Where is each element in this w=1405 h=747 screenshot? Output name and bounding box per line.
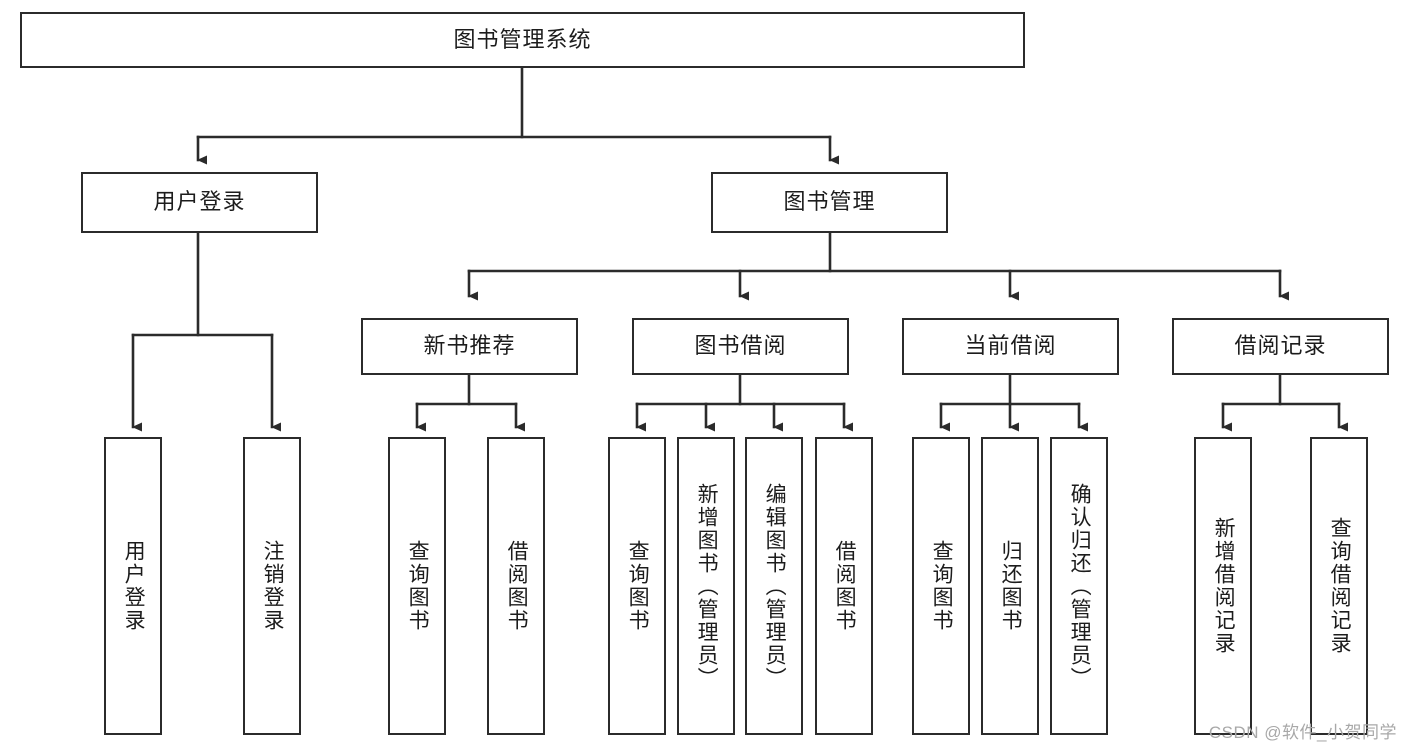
leaf-borrow-record-add-record[interactable]: 新增借阅记录 bbox=[1194, 437, 1252, 735]
leaf-user-login-logout[interactable]: 注销登录 bbox=[243, 437, 301, 735]
leaf-label: 查询图书 bbox=[930, 540, 954, 632]
leaf-book-borrow-borrow-book[interactable]: 借阅图书 bbox=[815, 437, 873, 735]
leaf-label: 借阅图书 bbox=[505, 540, 529, 632]
leaf-label: 注销登录 bbox=[261, 540, 285, 632]
leaf-label: 新增借阅记录 bbox=[1212, 517, 1236, 655]
node-borrow-record-label: 借阅记录 bbox=[1234, 333, 1327, 359]
node-root-book-management-system[interactable]: 图书管理系统 bbox=[20, 12, 1025, 68]
node-current-borrow[interactable]: 当前借阅 bbox=[902, 318, 1119, 375]
leaf-label: 用户登录 bbox=[122, 540, 146, 632]
leaf-borrow-record-query-record[interactable]: 查询借阅记录 bbox=[1310, 437, 1368, 735]
leaf-label: 查询图书 bbox=[406, 540, 430, 632]
leaf-current-borrow-query-book[interactable]: 查询图书 bbox=[912, 437, 970, 735]
node-new-book-recommend-label: 新书推荐 bbox=[423, 333, 516, 359]
node-borrow-record[interactable]: 借阅记录 bbox=[1172, 318, 1389, 375]
leaf-new-book-borrow-book[interactable]: 借阅图书 bbox=[487, 437, 545, 735]
leaf-label: 借阅图书 bbox=[833, 540, 857, 632]
leaf-label: 查询借阅记录 bbox=[1328, 517, 1352, 655]
csdn-watermark: CSDN @软件_小贺同学 bbox=[1208, 723, 1397, 742]
node-root-label: 图书管理系统 bbox=[453, 26, 592, 52]
node-new-book-recommend[interactable]: 新书推荐 bbox=[361, 318, 578, 375]
leaf-label: 编辑图书（管理员） bbox=[763, 482, 787, 690]
node-book-borrow[interactable]: 图书借阅 bbox=[632, 318, 849, 375]
leaf-new-book-query-book[interactable]: 查询图书 bbox=[388, 437, 446, 735]
leaf-book-borrow-edit-book-admin[interactable]: 编辑图书（管理员） bbox=[745, 437, 803, 735]
leaf-book-borrow-add-book-admin[interactable]: 新增图书（管理员） bbox=[677, 437, 735, 735]
node-user-login-label: 用户登录 bbox=[153, 189, 246, 215]
leaf-user-login-login[interactable]: 用户登录 bbox=[104, 437, 162, 735]
leaf-label: 新增图书（管理员） bbox=[695, 482, 719, 690]
leaf-book-borrow-query-book[interactable]: 查询图书 bbox=[608, 437, 666, 735]
leaf-current-borrow-confirm-return-admin[interactable]: 确认归还（管理员） bbox=[1050, 437, 1108, 735]
leaf-label: 查询图书 bbox=[626, 540, 650, 632]
node-book-management-label: 图书管理 bbox=[783, 189, 876, 215]
node-current-borrow-label: 当前借阅 bbox=[964, 333, 1057, 359]
node-book-borrow-label: 图书借阅 bbox=[694, 333, 787, 359]
leaf-current-borrow-return-book[interactable]: 归还图书 bbox=[981, 437, 1039, 735]
leaf-label: 确认归还（管理员） bbox=[1068, 482, 1092, 690]
node-user-login[interactable]: 用户登录 bbox=[81, 172, 318, 233]
node-book-management[interactable]: 图书管理 bbox=[711, 172, 948, 233]
leaf-label: 归还图书 bbox=[999, 540, 1023, 632]
